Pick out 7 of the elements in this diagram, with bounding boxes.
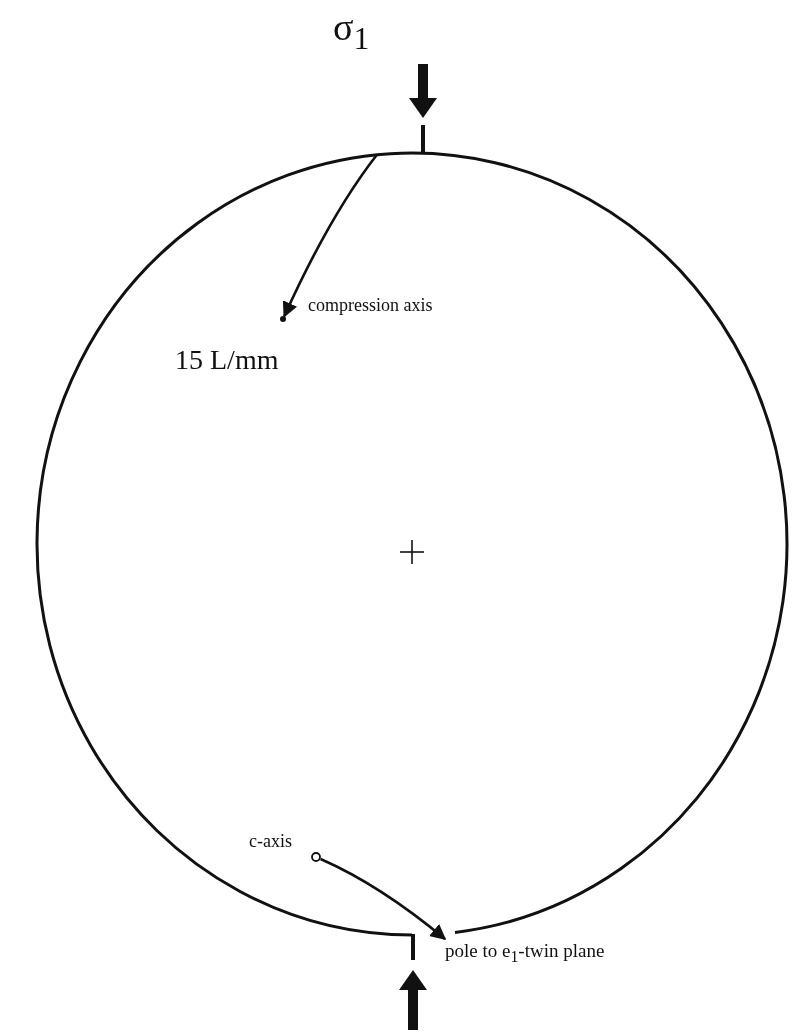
point-label: compression axis	[308, 296, 433, 314]
text-label: 15 L/mm	[175, 346, 279, 374]
arrow	[320, 857, 447, 940]
text-label: σ$_{1}$	[333, 8, 370, 55]
arrow	[283, 153, 378, 318]
point-label: c-axis	[249, 832, 292, 850]
node-label: pole to e$_{1}$-twin plane	[445, 940, 606, 967]
